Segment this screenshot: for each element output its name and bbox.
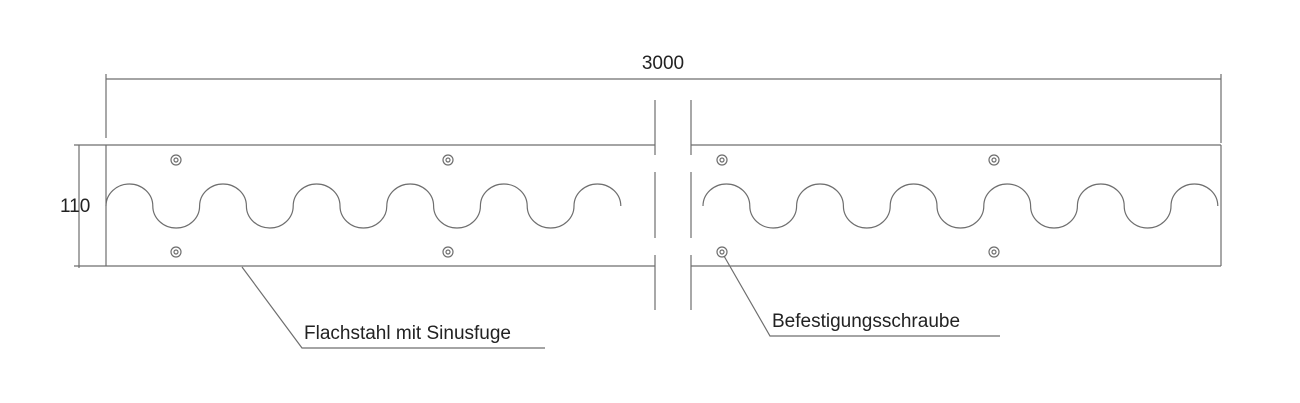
screw <box>170 246 182 258</box>
flat-steel-right-segment <box>691 144 1222 267</box>
screw <box>442 154 454 166</box>
height-dimension-label: 110 <box>60 196 91 217</box>
screw-callout: Befestigungsschraube <box>772 311 961 332</box>
leader-screw <box>723 255 1000 337</box>
screw <box>988 154 1000 166</box>
screw <box>716 246 728 258</box>
screw <box>442 246 454 258</box>
sinus-joint-right <box>702 183 1219 229</box>
width-dimension-label: 3000 <box>641 53 685 74</box>
sinus-joint-left <box>105 183 622 229</box>
screw <box>716 154 728 166</box>
flat-steel-left-segment <box>105 144 655 267</box>
screw <box>988 246 1000 258</box>
leader-flat-steel <box>241 266 545 349</box>
flat-steel-callout: Flachstahl mit Sinusfuge <box>304 323 511 344</box>
screw <box>170 154 182 166</box>
break-lines <box>654 100 692 310</box>
